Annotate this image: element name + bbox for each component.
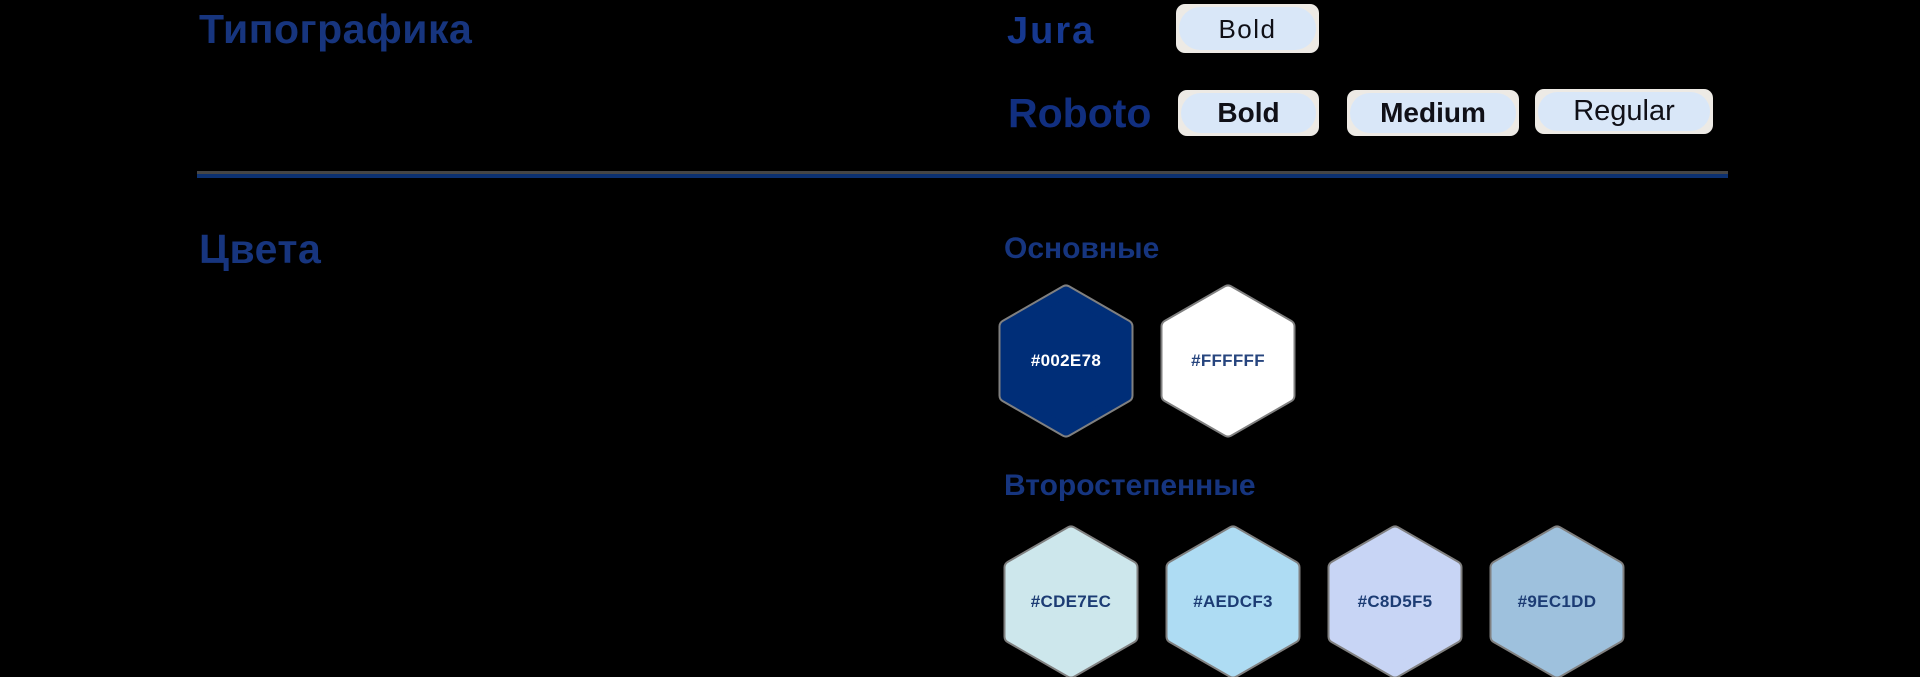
hexagon-shape-icon	[1003, 525, 1139, 677]
roboto-weight-chip-bold[interactable]: Bold	[1178, 90, 1319, 136]
swatch-hex-code: #AEDCF3	[1193, 592, 1273, 611]
primary-colors-group-title: Основные	[1004, 232, 1160, 265]
chip-pill: Regular	[1538, 92, 1710, 131]
color-swatch-hexagon-secondary-3: #C8D5F5	[1327, 525, 1463, 677]
chip-label: Regular	[1573, 95, 1675, 127]
swatch-hex-code: #FFFFFF	[1191, 351, 1265, 370]
colors-section-title: Цвета	[199, 226, 322, 272]
swatch-hex-code: #9EC1DD	[1517, 592, 1597, 611]
chip-pill: Medium	[1350, 93, 1516, 133]
hexagon-shape-icon	[1327, 525, 1463, 677]
color-swatch-hexagon-primary-1: #002E78	[998, 284, 1134, 438]
chip-label: Medium	[1380, 97, 1486, 128]
secondary-colors-group-title: Второстепенные	[1004, 469, 1256, 502]
hexagon-shape-icon	[1489, 525, 1625, 677]
font-name-jura: Jura	[1007, 10, 1096, 52]
color-swatch-hexagon-primary-2: #FFFFFF	[1160, 284, 1296, 438]
chip-label: Bold	[1218, 13, 1277, 44]
hexagon-shape-icon	[1160, 284, 1296, 438]
jura-weight-chip-bold[interactable]: Bold	[1176, 4, 1319, 53]
typography-section-title: Типографика	[199, 6, 473, 52]
font-name-roboto: Roboto	[1008, 90, 1152, 136]
swatch-hex-code: #CDE7EC	[1030, 592, 1112, 611]
swatch-hex-code: #C8D5F5	[1357, 592, 1433, 611]
color-swatch-hexagon-secondary-2: #AEDCF3	[1165, 525, 1301, 677]
roboto-weight-chip-medium[interactable]: Medium	[1347, 90, 1519, 136]
section-divider	[197, 171, 1728, 178]
swatch-hex-code: #002E78	[1030, 351, 1102, 370]
color-swatch-hexagon-secondary-4: #9EC1DD	[1489, 525, 1625, 677]
color-swatch-hexagon-secondary-1: #CDE7EC	[1003, 525, 1139, 677]
roboto-weight-chip-regular[interactable]: Regular	[1535, 89, 1713, 134]
hexagon-shape-icon	[998, 284, 1134, 438]
chip-label: Bold	[1217, 97, 1280, 128]
chip-pill: Bold	[1181, 93, 1316, 133]
chip-pill: Bold	[1179, 7, 1316, 50]
hexagon-shape-icon	[1165, 525, 1301, 677]
